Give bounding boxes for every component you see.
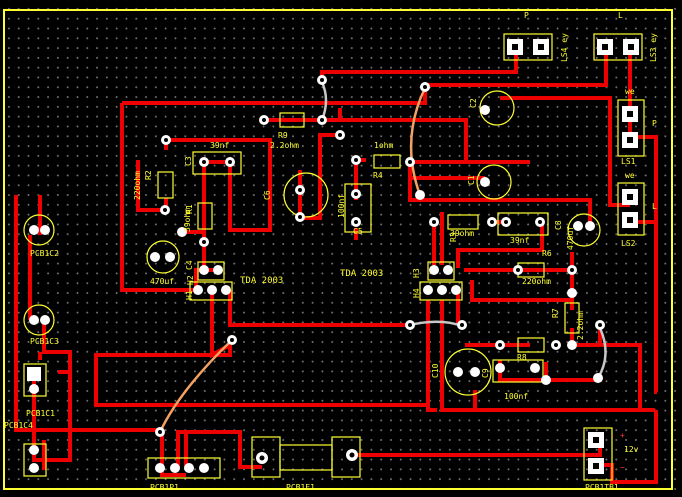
label-c4: C4 <box>185 260 194 270</box>
label-c3: C3 <box>184 156 193 166</box>
label-p: P <box>524 11 529 20</box>
label-we2: we <box>625 171 635 180</box>
label-h4: H4 <box>412 288 421 298</box>
label-470uf-b: 470uf <box>150 277 175 286</box>
square-pads <box>27 39 639 474</box>
label-plus: + <box>620 431 625 440</box>
label-r7: R7 <box>551 308 560 318</box>
label-l2: L <box>652 202 657 211</box>
label-pcb1c3: PCB1C3 <box>30 337 59 346</box>
label-r9: R9 <box>278 131 288 140</box>
label-12v: 12v <box>624 445 639 454</box>
label-we1: we <box>625 87 635 96</box>
round-pads <box>29 75 605 473</box>
label-ls4: LS4 ey <box>560 33 569 62</box>
label-c8: C8 <box>554 220 563 230</box>
component-outlines <box>23 33 645 481</box>
copper-traces <box>14 48 658 484</box>
label-c10: C10 <box>431 363 440 378</box>
label-h3: H3 <box>412 268 421 278</box>
label-h1: H1 <box>185 290 194 300</box>
label-r4: R4 <box>373 171 383 180</box>
label-c2: C2 <box>469 98 478 108</box>
label-minus: − <box>620 463 625 472</box>
label-220ohm-b: 220ohm <box>522 277 551 286</box>
label-h2: H2 <box>186 275 195 285</box>
label-tda-2003-1: TDA 2003 <box>240 276 284 286</box>
label-220ohm: 220ohm <box>133 171 142 200</box>
label-470uf-a: 470uf <box>566 225 575 250</box>
label-ls2: LS2 <box>621 239 636 248</box>
label-r2: R2 <box>144 170 153 180</box>
label-p2: P <box>652 119 657 128</box>
label-39nf-a: 39nf <box>210 141 230 150</box>
label-ls1: LS1 <box>621 157 636 166</box>
label-r6: R6 <box>542 249 552 258</box>
label-pcb1p1: PCB1P1 <box>150 483 179 492</box>
label-100nf-b: 100nf <box>504 392 529 401</box>
label-tda-2003-2: TDA 2003 <box>340 269 384 279</box>
pad-holes <box>158 78 602 461</box>
label-pcb1c2: PCB1C2 <box>30 249 59 258</box>
label-l: L <box>618 11 623 20</box>
label-pcb1c4: PCB1C4 <box>4 421 33 430</box>
label-pcb1c1: PCB1C1 <box>26 409 55 418</box>
label-pcb1tb1: PCB1TB1 <box>585 483 619 492</box>
label-100nf-a: 100nf <box>337 193 346 218</box>
label-c6: C6 <box>263 190 272 200</box>
label-39ohm: 39ohm <box>183 207 192 232</box>
board-outline <box>3 9 673 490</box>
label-r9-value: 2.2ohm <box>270 141 299 150</box>
label-pcb1f1: PCB1F1 <box>286 483 315 492</box>
label-1ohm: 1ohm <box>374 141 394 150</box>
label-c1: C1 <box>467 175 476 185</box>
label-c9: C9 <box>481 368 490 378</box>
label-39ohm-b: 39ohm <box>450 229 475 238</box>
label-39nf-b: 39nf <box>510 236 530 245</box>
label-r8: R8 <box>517 353 527 362</box>
label-r7-value: 2.2ohm <box>576 311 585 340</box>
label-ls3: LS3 ey <box>649 33 658 62</box>
label-c5: C5 <box>353 227 363 236</box>
